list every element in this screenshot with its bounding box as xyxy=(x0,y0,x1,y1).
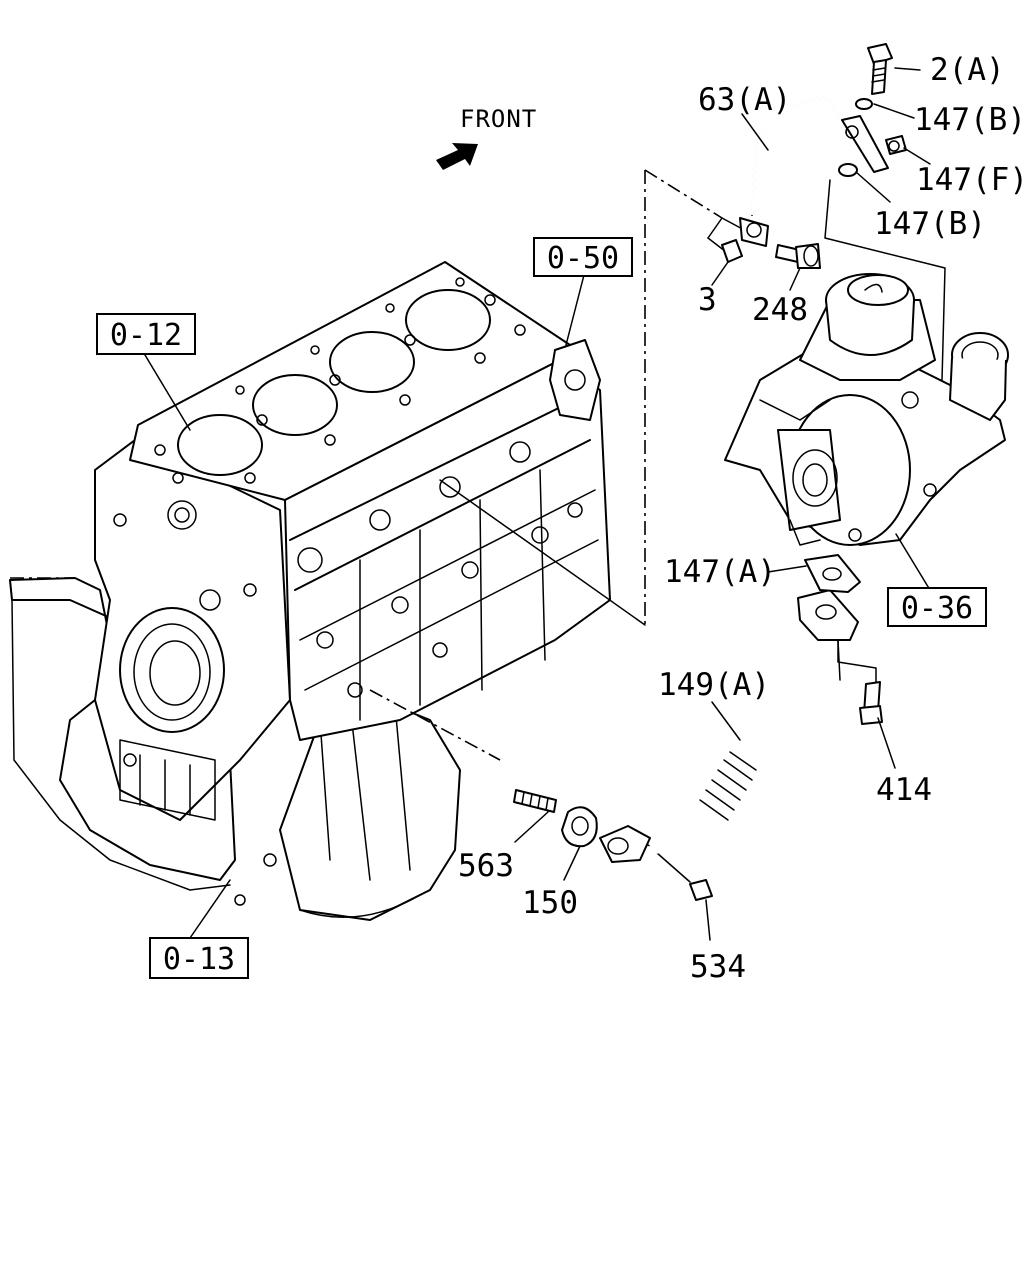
part-label-147b-bottom[interactable]: 147(B) xyxy=(874,206,986,242)
ref-label-cover[interactable]: 0-50 xyxy=(547,241,619,276)
ref-box-block[interactable]: 0-12 xyxy=(96,313,196,355)
front-indicator: FRONT xyxy=(436,105,537,170)
ref-box-turbo[interactable]: 0-36 xyxy=(887,587,987,627)
part-label-3[interactable]: 3 xyxy=(698,282,717,318)
part-label-534[interactable]: 534 xyxy=(690,949,746,985)
ref-label-oil-pan[interactable]: 0-13 xyxy=(163,942,235,977)
part-label-563[interactable]: 563 xyxy=(458,848,514,884)
ref-box-cover[interactable]: 0-50 xyxy=(533,237,633,277)
ref-box-oil-pan[interactable]: 0-13 xyxy=(149,937,249,979)
front-label: FRONT xyxy=(460,105,537,133)
part-label-147a[interactable]: 147(A) xyxy=(664,554,776,590)
part-label-63a[interactable]: 63(A) xyxy=(698,82,791,118)
oil-return-pipe-assembly xyxy=(513,554,883,901)
ref-label-block[interactable]: 0-12 xyxy=(110,318,182,353)
part-label-149a[interactable]: 149(A) xyxy=(658,667,770,703)
part-label-2a[interactable]: 2(A) xyxy=(930,52,1005,88)
front-arrow-icon xyxy=(436,143,478,170)
part-label-150[interactable]: 150 xyxy=(522,885,578,921)
part-label-147b-top[interactable]: 147(B) xyxy=(914,102,1024,138)
part-label-414[interactable]: 414 xyxy=(876,772,932,808)
leader-lines xyxy=(144,67,931,941)
part-label-147f[interactable]: 147(F) xyxy=(916,162,1024,198)
turbocharger-illustration xyxy=(724,273,1009,546)
engine-block-illustration xyxy=(9,261,611,921)
ref-label-turbo[interactable]: 0-36 xyxy=(901,591,973,626)
part-label-248[interactable]: 248 xyxy=(752,292,808,328)
